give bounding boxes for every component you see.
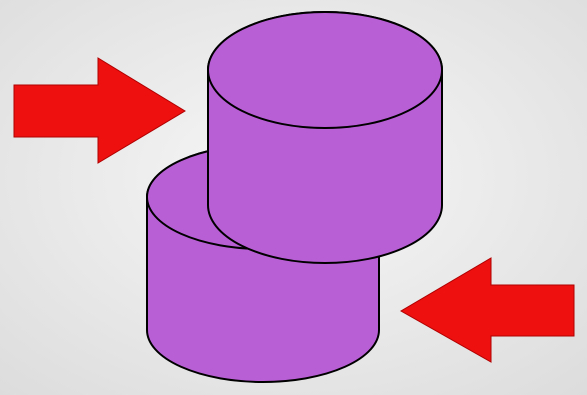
- upper-cylinder: [208, 12, 442, 263]
- upper-cylinder-top: [208, 12, 442, 128]
